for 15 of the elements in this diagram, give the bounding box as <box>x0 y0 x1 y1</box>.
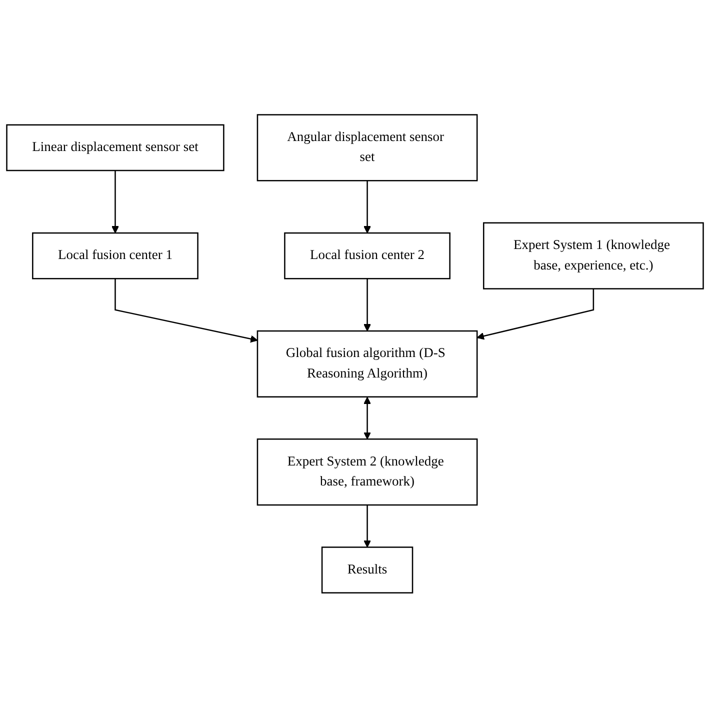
arrow <box>114 278 258 343</box>
node-box: Local fusion center 2 <box>284 232 450 280</box>
arrow <box>364 180 371 234</box>
arrow <box>364 505 371 548</box>
node-box: Results <box>321 546 414 594</box>
arrow <box>364 278 371 332</box>
arrow <box>364 397 371 440</box>
arrow <box>476 288 594 340</box>
arrow <box>112 170 119 234</box>
node-box: Linear displacement sensor set <box>6 124 224 172</box>
node-box: Global fusion algorithm (D-S Reasoning Algorithm) <box>256 330 478 398</box>
node-box: Expert System 2 (knowledge base, framework) <box>256 438 478 506</box>
node-box: Local fusion center 1 <box>32 232 198 280</box>
node-box: Expert System 1 (knowledge base, experience, etc.) <box>483 222 704 290</box>
node-box: Angular displacement sensor set <box>256 114 478 182</box>
